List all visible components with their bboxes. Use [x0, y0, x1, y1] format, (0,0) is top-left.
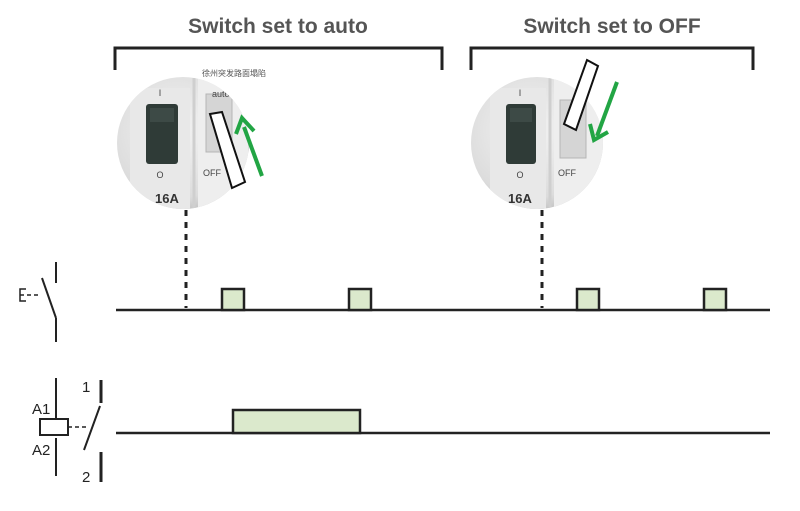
title-switch-off: Switch set to OFF	[523, 15, 701, 38]
label-a1: A1	[32, 401, 50, 418]
selector-handle-off	[562, 58, 600, 132]
relay-coil	[39, 418, 69, 436]
auto-label: auto	[212, 89, 230, 99]
on-mark: I	[159, 88, 162, 98]
arrow-up-icon	[242, 126, 264, 177]
pulse-4	[702, 287, 728, 312]
off-label-right: OFF	[558, 168, 576, 178]
bracket-off	[469, 46, 755, 70]
relay-on-interval	[231, 408, 362, 435]
bracket-auto	[113, 46, 444, 70]
switch-lens-off: I O 16A OFF	[471, 58, 619, 209]
on-mark-right: I	[519, 88, 522, 98]
pulse-3	[575, 287, 601, 312]
label-a2: A2	[32, 442, 50, 459]
switch-lens-auto: I O 16A auto OFF	[117, 77, 264, 209]
relay-symbol	[39, 378, 103, 482]
rating-label: 16A	[155, 191, 179, 206]
off-mark: O	[156, 170, 163, 180]
off-mark-right: O	[516, 170, 523, 180]
label-pin-1: 1	[82, 379, 90, 396]
arrow-down-icon	[595, 81, 619, 137]
pushbutton-symbol	[19, 262, 57, 342]
pulse-1	[220, 287, 246, 312]
label-pin-2: 2	[82, 469, 90, 486]
watermark-text: 徐州突发路面塌陷	[202, 68, 266, 78]
off-label: OFF	[203, 168, 221, 178]
rating-label-right: 16A	[508, 191, 532, 206]
title-switch-auto: Switch set to auto	[188, 15, 368, 38]
selector-handle-auto	[208, 110, 247, 190]
pulse-2	[347, 287, 373, 312]
